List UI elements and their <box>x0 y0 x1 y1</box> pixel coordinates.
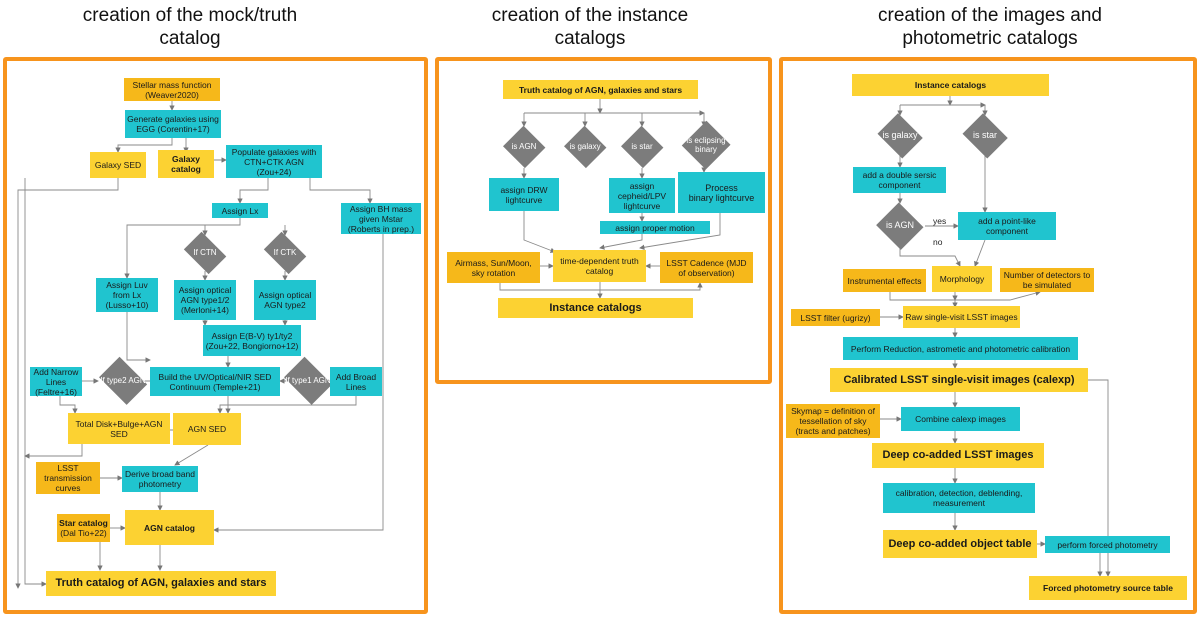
panel-instance-catalogs <box>435 57 772 384</box>
node-add-double-sersic: add a double sersic component <box>853 167 946 193</box>
binary-lightcurve-label: binary lightcurve <box>688 192 755 203</box>
node-star-catalog: Star catalog (Dal Tio+22) <box>57 514 110 542</box>
node-total-sed: Total Disk+Bulge+AGN SED <box>68 413 170 444</box>
decision-is-star: is star <box>960 115 1010 157</box>
node-assign-ebv: Assign E(B-V) ty1/ty2 (Zou+22, Bongiorno… <box>203 325 301 356</box>
node-add-narrow-lines: Add Narrow Lines (Feltre+16) <box>30 367 82 397</box>
node-assign-cepheid-lightcurve: assign cepheid/LPV lightcurve <box>609 178 675 213</box>
node-populate-agn: Populate galaxies with CTN+CTK AGN (Zou+… <box>226 145 322 178</box>
node-morphology: Morphology <box>932 266 992 292</box>
decision-if-type2-agn: If type2 AGN <box>95 360 151 402</box>
decision-is-agn: is AGN <box>502 126 546 168</box>
node-add-point-like: add a point-like component <box>958 212 1056 240</box>
node-galaxy-catalog: Galaxy catalog <box>158 150 214 178</box>
decision-if-type1-agn: If type1 AGN <box>280 360 336 402</box>
node-instance-catalogs-output: Instance catalogs <box>498 298 693 318</box>
node-deep-coadded-object-table: Deep co-added object table <box>883 530 1037 558</box>
node-lsst-filter: LSST filter (ugrizy) <box>791 309 880 326</box>
node-stellar-mass-function: Stellar mass function (Weaver2020) <box>124 78 220 101</box>
node-process-binary-lightcurve: Process binary lightcurve <box>678 172 765 213</box>
node-time-dependent-truth: time-dependent truth catalog <box>553 250 646 282</box>
label-yes: yes <box>933 216 947 226</box>
decision-if-ctk: If CTK <box>260 235 310 271</box>
node-perform-forced-photometry: perform forced photometry <box>1045 536 1170 553</box>
node-instance-catalogs-input: Instance catalogs <box>852 74 1049 96</box>
node-assign-drw-lightcurve: assign DRW lightcurve <box>489 178 559 211</box>
node-number-of-detectors: Number of detectors to be simulated <box>1000 268 1094 292</box>
node-assign-optical-type2: Assign optical AGN type2 <box>254 280 316 320</box>
node-lsst-cadence: LSST Cadence (MJD of observation) <box>660 252 753 283</box>
node-truth-catalog-input: Truth catalog of AGN, galaxies and stars <box>503 80 698 99</box>
node-assign-optical-type1-2: Assign optical AGN type1/2 (Merloni+14) <box>174 280 236 320</box>
panel-title-truth: creation of the mock/truth catalog <box>82 5 298 49</box>
node-perform-reduction: Perform Reduction, astrometic and photom… <box>843 337 1078 360</box>
node-forced-photometry-source-table: Forced photometry source table <box>1029 576 1187 600</box>
node-build-sed-continuum: Build the UV/Optical/NIR SED Continuum (… <box>150 367 280 396</box>
node-airmass-sun-moon: Airmass, Sun/Moon, sky rotation <box>447 252 540 283</box>
node-agn-catalog: AGN catalog <box>125 510 214 545</box>
star-catalog-label: Star catalog <box>59 518 108 528</box>
label-no: no <box>933 237 943 247</box>
panel-title-images: creation of the images and photometric c… <box>878 5 1102 49</box>
panel-images-catalogs <box>779 57 1197 614</box>
decision-is-galaxy: is galaxy <box>563 126 607 168</box>
node-add-broad-lines: Add Broad Lines <box>330 367 382 396</box>
node-derive-photometry: Derive broad band photometry <box>122 466 198 492</box>
node-calibration-detection: calibration, detection, deblending, meas… <box>883 483 1035 513</box>
process-label: Process <box>705 182 738 193</box>
star-catalog-ref: (Dal Tio+22) <box>60 528 107 538</box>
node-assign-lx: Assign Lx <box>212 203 268 218</box>
node-generate-galaxies: Generate galaxies using EGG (Corentin+17… <box>125 110 221 138</box>
decision-is-agn: is AGN <box>875 203 925 248</box>
node-assign-luv: Assign Luv from Lx (Lusso+10) <box>96 278 158 312</box>
node-combine-calexp: Combine calexp images <box>901 407 1020 431</box>
node-assign-proper-motion: assign proper motion <box>600 221 710 234</box>
node-instrumental-effects: Instrumental effects <box>843 269 926 292</box>
node-lsst-transmission-curves: LSST transmission curves <box>36 462 100 494</box>
node-agn-sed: AGN SED <box>173 413 241 445</box>
node-skymap: Skymap = definition of tessellation of s… <box>786 404 880 438</box>
node-deep-coadded-images: Deep co-added LSST images <box>872 443 1044 468</box>
decision-is-galaxy: is galaxy <box>875 115 925 157</box>
node-calexp: Calibrated LSST single-visit images (cal… <box>830 368 1088 392</box>
node-raw-images: Raw single-visit LSST images <box>903 306 1020 328</box>
node-truth-catalog: Truth catalog of AGN, galaxies and stars <box>46 571 276 596</box>
node-assign-bh-mass: Assign BH mass given Mstar (Roberts in p… <box>341 203 421 234</box>
panel-truth-catalog <box>3 57 428 614</box>
decision-is-eclipsing-binary: is eclipsing binary <box>682 120 730 170</box>
decision-is-star: is star <box>620 126 664 168</box>
decision-if-ctn: If CTN <box>180 235 230 271</box>
panel-title-instance: creation of the instance catalogs <box>491 5 689 49</box>
node-galaxy-sed: Galaxy SED <box>90 152 146 178</box>
